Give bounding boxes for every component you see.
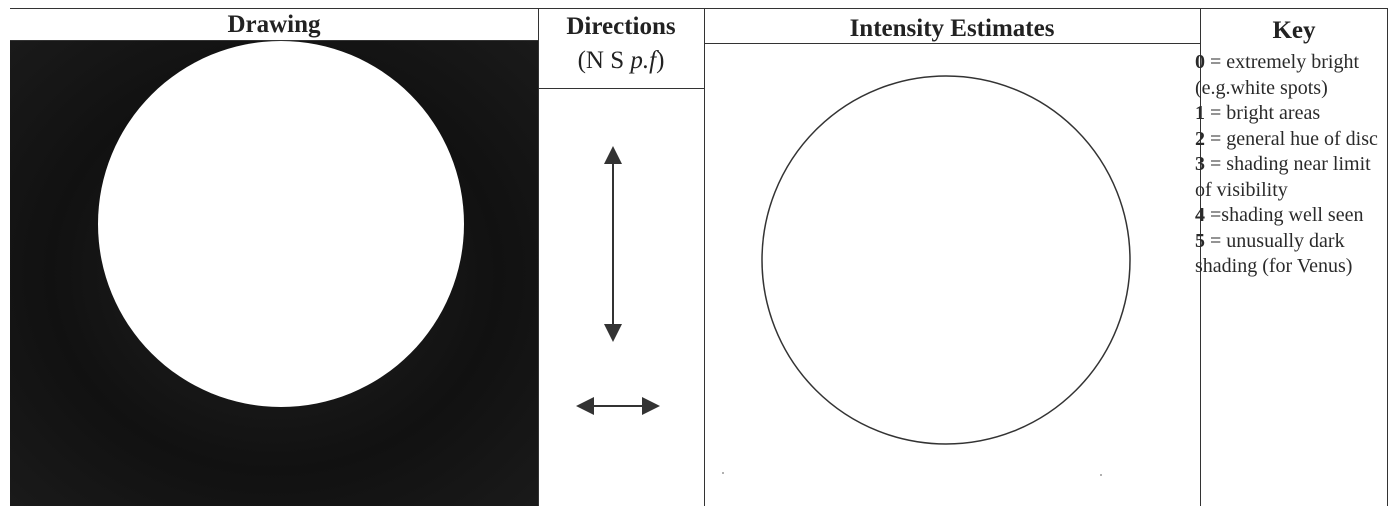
observation-form: Drawing Directions (N S p.f) Intensity E…: [10, 8, 1388, 506]
vertical-arrow-icon: [604, 146, 622, 342]
directions-header: Directions: [566, 13, 676, 40]
horizontal-arrow-icon: [576, 397, 660, 415]
intensity-header: Intensity Estimates: [849, 15, 1055, 42]
key-item-4: 4 =shading well seen: [1195, 204, 1364, 226]
col-divider-3: [1200, 8, 1201, 506]
key-header: Key: [1272, 17, 1316, 44]
drawing-panel[interactable]: [10, 41, 538, 506]
speck: [1100, 474, 1102, 476]
key-item-0: 0 = extremely bright (e.g.white spots): [1195, 51, 1360, 99]
directions-header-rule: [538, 88, 704, 89]
key-item-5: 5 = unusually dark shading (for Venus): [1195, 229, 1353, 278]
directions-letters: N S: [585, 47, 631, 74]
key-item-2: 2 = general hue of disc: [1195, 127, 1378, 150]
directions-subheader: (N S p.f): [577, 47, 665, 74]
col-divider-1: [538, 8, 539, 506]
directions-italic: p.f: [630, 47, 657, 74]
intensity-circle[interactable]: [760, 74, 1132, 446]
speck: [722, 472, 724, 474]
key-item-3: 3 = shading near limit of visibility: [1195, 153, 1371, 201]
top-border: [10, 8, 1388, 9]
col-divider-2: [704, 8, 705, 506]
right-border: [1387, 8, 1388, 506]
drawing-header: Drawing: [227, 11, 321, 38]
key-item-1: 1 = bright areas: [1195, 102, 1321, 124]
drawing-disc: [98, 41, 464, 407]
intensity-header-rule: [704, 43, 1200, 44]
key-list: 0 = extremely bright (e.g.white spots) 1…: [1195, 50, 1387, 280]
